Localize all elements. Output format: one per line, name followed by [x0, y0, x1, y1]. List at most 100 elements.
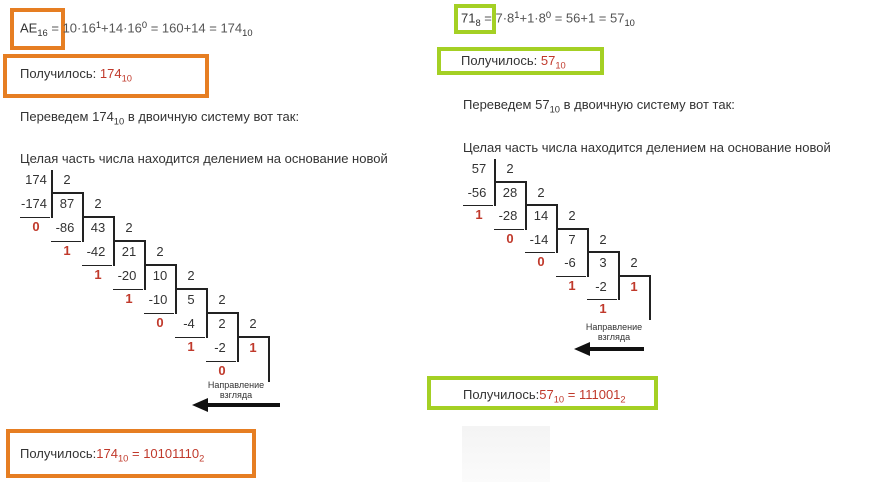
- division-vertical-line: [206, 290, 208, 338]
- division-remainder: 1: [599, 301, 607, 316]
- direction-label-line-2: взгляда: [219, 390, 253, 400]
- division-subtracted: -2: [595, 278, 607, 294]
- division-subtracted: -86: [55, 220, 75, 235]
- division-subtract-line: [51, 241, 81, 242]
- direction-label-line-1: Направление: [207, 380, 265, 390]
- division-divisor: 2: [568, 208, 576, 223]
- division-subtracted: -4: [183, 316, 195, 331]
- division-dividend: 28: [502, 184, 518, 200]
- division-subtracted: -174: [20, 196, 48, 211]
- division-divisor: 2: [187, 268, 195, 283]
- convert-text-sub: 10: [113, 116, 125, 127]
- hex-conversion-equation: AE16 = 10·161+14·160 = 160+14 = 17410: [20, 20, 253, 38]
- division-dividend: 5: [187, 292, 195, 307]
- result-value: 174: [99, 66, 122, 81]
- division-subtract-line: [144, 313, 174, 314]
- oct-conversion-equation: 718 = 7·81+1·80 = 56+1 = 5710: [461, 10, 635, 28]
- division-subtracted: -56: [467, 184, 487, 200]
- eq-part-2: +14·16: [101, 20, 142, 36]
- division-vertical-line: [525, 182, 527, 230]
- division-horizontal-line: [556, 227, 589, 230]
- division-dividend: 57: [471, 161, 487, 176]
- convert-text-left: Переведем 17410 в двоичную систему вот т…: [20, 109, 299, 126]
- division-remainder: 1: [475, 207, 483, 222]
- division-vertical-line: [494, 159, 496, 206]
- result-text-right: Получилось: 5710: [461, 53, 566, 70]
- division-remainder: 0: [156, 315, 164, 330]
- result-value: 57: [540, 53, 556, 68]
- division-subtract-line: [206, 361, 236, 362]
- direction-arrow-left-icon: [192, 398, 280, 412]
- final-text-left: Получилось:17410 = 101011102: [20, 446, 204, 463]
- division-horizontal-line: [175, 288, 208, 290]
- result-label: Получилось:: [461, 53, 541, 68]
- division-dividend: 1: [249, 340, 257, 355]
- rule-text-right: Целая часть числа находится делением на …: [463, 140, 831, 155]
- division-subtract-line: [587, 299, 617, 300]
- division-divisor: 2: [249, 316, 257, 331]
- division-subtract-line: [82, 265, 112, 266]
- direction-label-right: Направление взгляда: [574, 322, 654, 342]
- eq-part-3-sub: 10: [624, 17, 635, 28]
- result-value-sub: 10: [121, 73, 132, 84]
- division-divisor: 2: [63, 172, 71, 187]
- division-remainder: 0: [218, 363, 226, 378]
- final-a: 174: [96, 446, 118, 461]
- division-vertical-line: [237, 314, 239, 362]
- division-subtract-line: [556, 275, 586, 277]
- division-subtract-line: [20, 217, 50, 218]
- division-subtract-line: [175, 337, 205, 338]
- division-subtracted: -20: [117, 268, 137, 283]
- division-remainder: 0: [506, 230, 514, 246]
- division-vertical-line: [556, 206, 558, 253]
- eq-part-2: +1·8: [519, 10, 546, 26]
- division-horizontal-line: [51, 192, 84, 194]
- oct-base-sub: 8: [475, 17, 481, 28]
- convert-text-b: в двоичную систему вот так:: [124, 109, 300, 124]
- eq-part-2-sup: 0: [141, 20, 148, 30]
- division-remainder: 1: [63, 243, 71, 258]
- convert-text-right: Переведем 5710 в двоичную систему вот та…: [463, 97, 735, 114]
- division-subtracted: -28: [498, 208, 518, 223]
- convert-text-sub: 10: [549, 104, 560, 115]
- division-dividend: 174: [25, 172, 47, 187]
- division-vertical-line: [587, 229, 589, 277]
- division-subtract-line: [525, 252, 555, 253]
- division-vertical-line: [113, 218, 115, 266]
- division-horizontal-line: [618, 274, 651, 277]
- division-horizontal-line: [144, 264, 177, 266]
- division-divisor: 2: [94, 196, 102, 211]
- result-frame-left: [3, 54, 209, 98]
- direction-label-left: Направление взгляда: [196, 380, 276, 400]
- division-dividend: 3: [599, 255, 607, 270]
- faded-image-placeholder: [462, 426, 550, 482]
- final-a-sub: 10: [553, 394, 565, 405]
- division-subtracted: -2: [214, 340, 226, 355]
- division-remainder: 1: [94, 267, 102, 282]
- division-vertical-line: [144, 242, 146, 290]
- oct-base: 71: [461, 10, 476, 26]
- direction-label-line-1: Направление: [585, 322, 643, 332]
- division-subtracted: -10: [148, 292, 168, 307]
- division-dividend: 14: [533, 208, 549, 223]
- division-dividend: 43: [90, 220, 106, 235]
- final-label: Получилось:: [20, 446, 97, 461]
- final-label: Получилось:: [463, 387, 540, 402]
- division-divisor: 2: [506, 161, 514, 176]
- division-horizontal-line: [237, 336, 270, 338]
- division-dividend: 1: [630, 278, 638, 294]
- eq-part-2-sup: 0: [545, 10, 552, 20]
- division-subtracted: -14: [529, 231, 549, 247]
- division-vertical-line: [175, 266, 177, 314]
- division-subtract-line: [113, 289, 143, 290]
- final-b-sub: 2: [620, 394, 626, 405]
- division-dividend: 7: [568, 231, 576, 247]
- eq-part-3: = 56+1 = 57: [551, 10, 625, 26]
- final-a-sub: 10: [117, 453, 129, 464]
- division-horizontal-line: [82, 216, 115, 218]
- division-dividend: 87: [59, 196, 75, 211]
- division-horizontal-line: [494, 180, 527, 183]
- eq-part-1: = 10·16: [51, 20, 96, 36]
- final-b: = 111001: [564, 387, 621, 402]
- division-vertical-line: [82, 194, 84, 242]
